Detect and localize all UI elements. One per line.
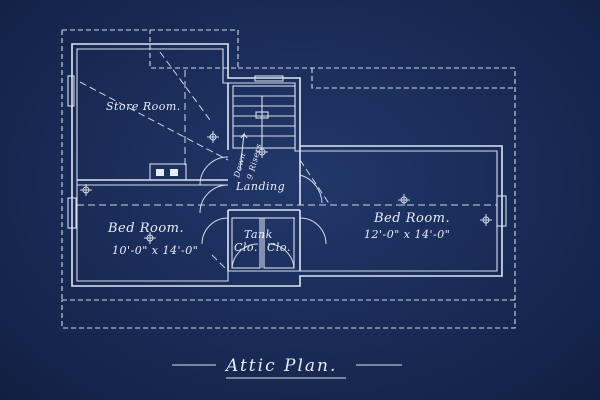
closet-right-box	[263, 217, 295, 269]
plan-title: Attic Plan.	[224, 356, 337, 376]
roof-outline-top-left	[62, 29, 239, 69]
door-closet-right	[267, 243, 295, 269]
chimney-flue-left	[156, 169, 164, 176]
bed-room-left-size: 10'-0" x 14'-0"	[112, 244, 198, 257]
light-fixture-icon	[80, 184, 92, 196]
slope-landing-right	[299, 159, 331, 206]
light-fixtures	[80, 131, 492, 244]
roof-outline-dormer	[311, 68, 515, 89]
closet-right-label: Clo.	[267, 241, 291, 254]
slope-lines	[77, 51, 497, 272]
chimney-flue-right	[170, 169, 178, 176]
light-fixture-icon	[144, 232, 156, 244]
stair-newel	[255, 111, 269, 119]
light-fixture-icon	[207, 131, 219, 143]
exterior-wall-inner	[76, 48, 498, 282]
landing-label: Landing	[235, 180, 285, 193]
slope-closet-left	[211, 254, 229, 272]
door-left-bedroom	[199, 184, 229, 214]
bed-room-left-label: Bed Room.	[107, 221, 184, 236]
bed-room-right-label: Bed Room.	[373, 211, 450, 226]
stair-well	[232, 85, 296, 149]
stairway	[232, 85, 296, 171]
bed-room-right-size: 12'-0" x 14'-0"	[364, 228, 450, 241]
roof-outline	[61, 29, 516, 329]
door-right-bedroom	[299, 174, 323, 204]
light-fixture-icon	[256, 146, 268, 158]
stair-arrow-icon	[239, 132, 248, 171]
door-right-bedroom-lower	[299, 217, 327, 245]
roof-outline-right	[238, 67, 516, 300]
tank-label: Tank	[244, 228, 273, 241]
closet-left-label: Clo.	[234, 241, 258, 254]
window-right-bedroom	[496, 195, 507, 227]
light-fixture-icon	[398, 194, 410, 206]
room-labels: Store Room. Landing Bed Room. 10'-0" x 1…	[106, 100, 450, 257]
door-swings	[199, 156, 327, 269]
window-store-room	[67, 75, 75, 107]
roof-outline-bottom	[61, 299, 516, 329]
closet-left-box	[231, 217, 261, 269]
interior-walls	[77, 83, 301, 271]
door-store-room	[199, 156, 229, 186]
exterior-walls	[71, 43, 503, 287]
slope-store-room-1	[79, 81, 229, 161]
store-room-label: Store Room.	[106, 100, 181, 113]
stair-treads	[233, 95, 295, 137]
chimney-stack	[149, 163, 187, 181]
exterior-wall-outer	[71, 43, 503, 287]
drawing-title: Attic Plan.	[172, 356, 402, 379]
window-left-bedroom	[67, 197, 77, 229]
door-left-bedroom-lower	[201, 217, 229, 245]
windows	[67, 75, 507, 229]
window-stair	[254, 75, 284, 82]
slope-store-room-2	[159, 51, 211, 121]
chimney	[149, 163, 187, 181]
door-closet-left	[231, 243, 259, 269]
light-fixture-icon	[480, 214, 492, 226]
